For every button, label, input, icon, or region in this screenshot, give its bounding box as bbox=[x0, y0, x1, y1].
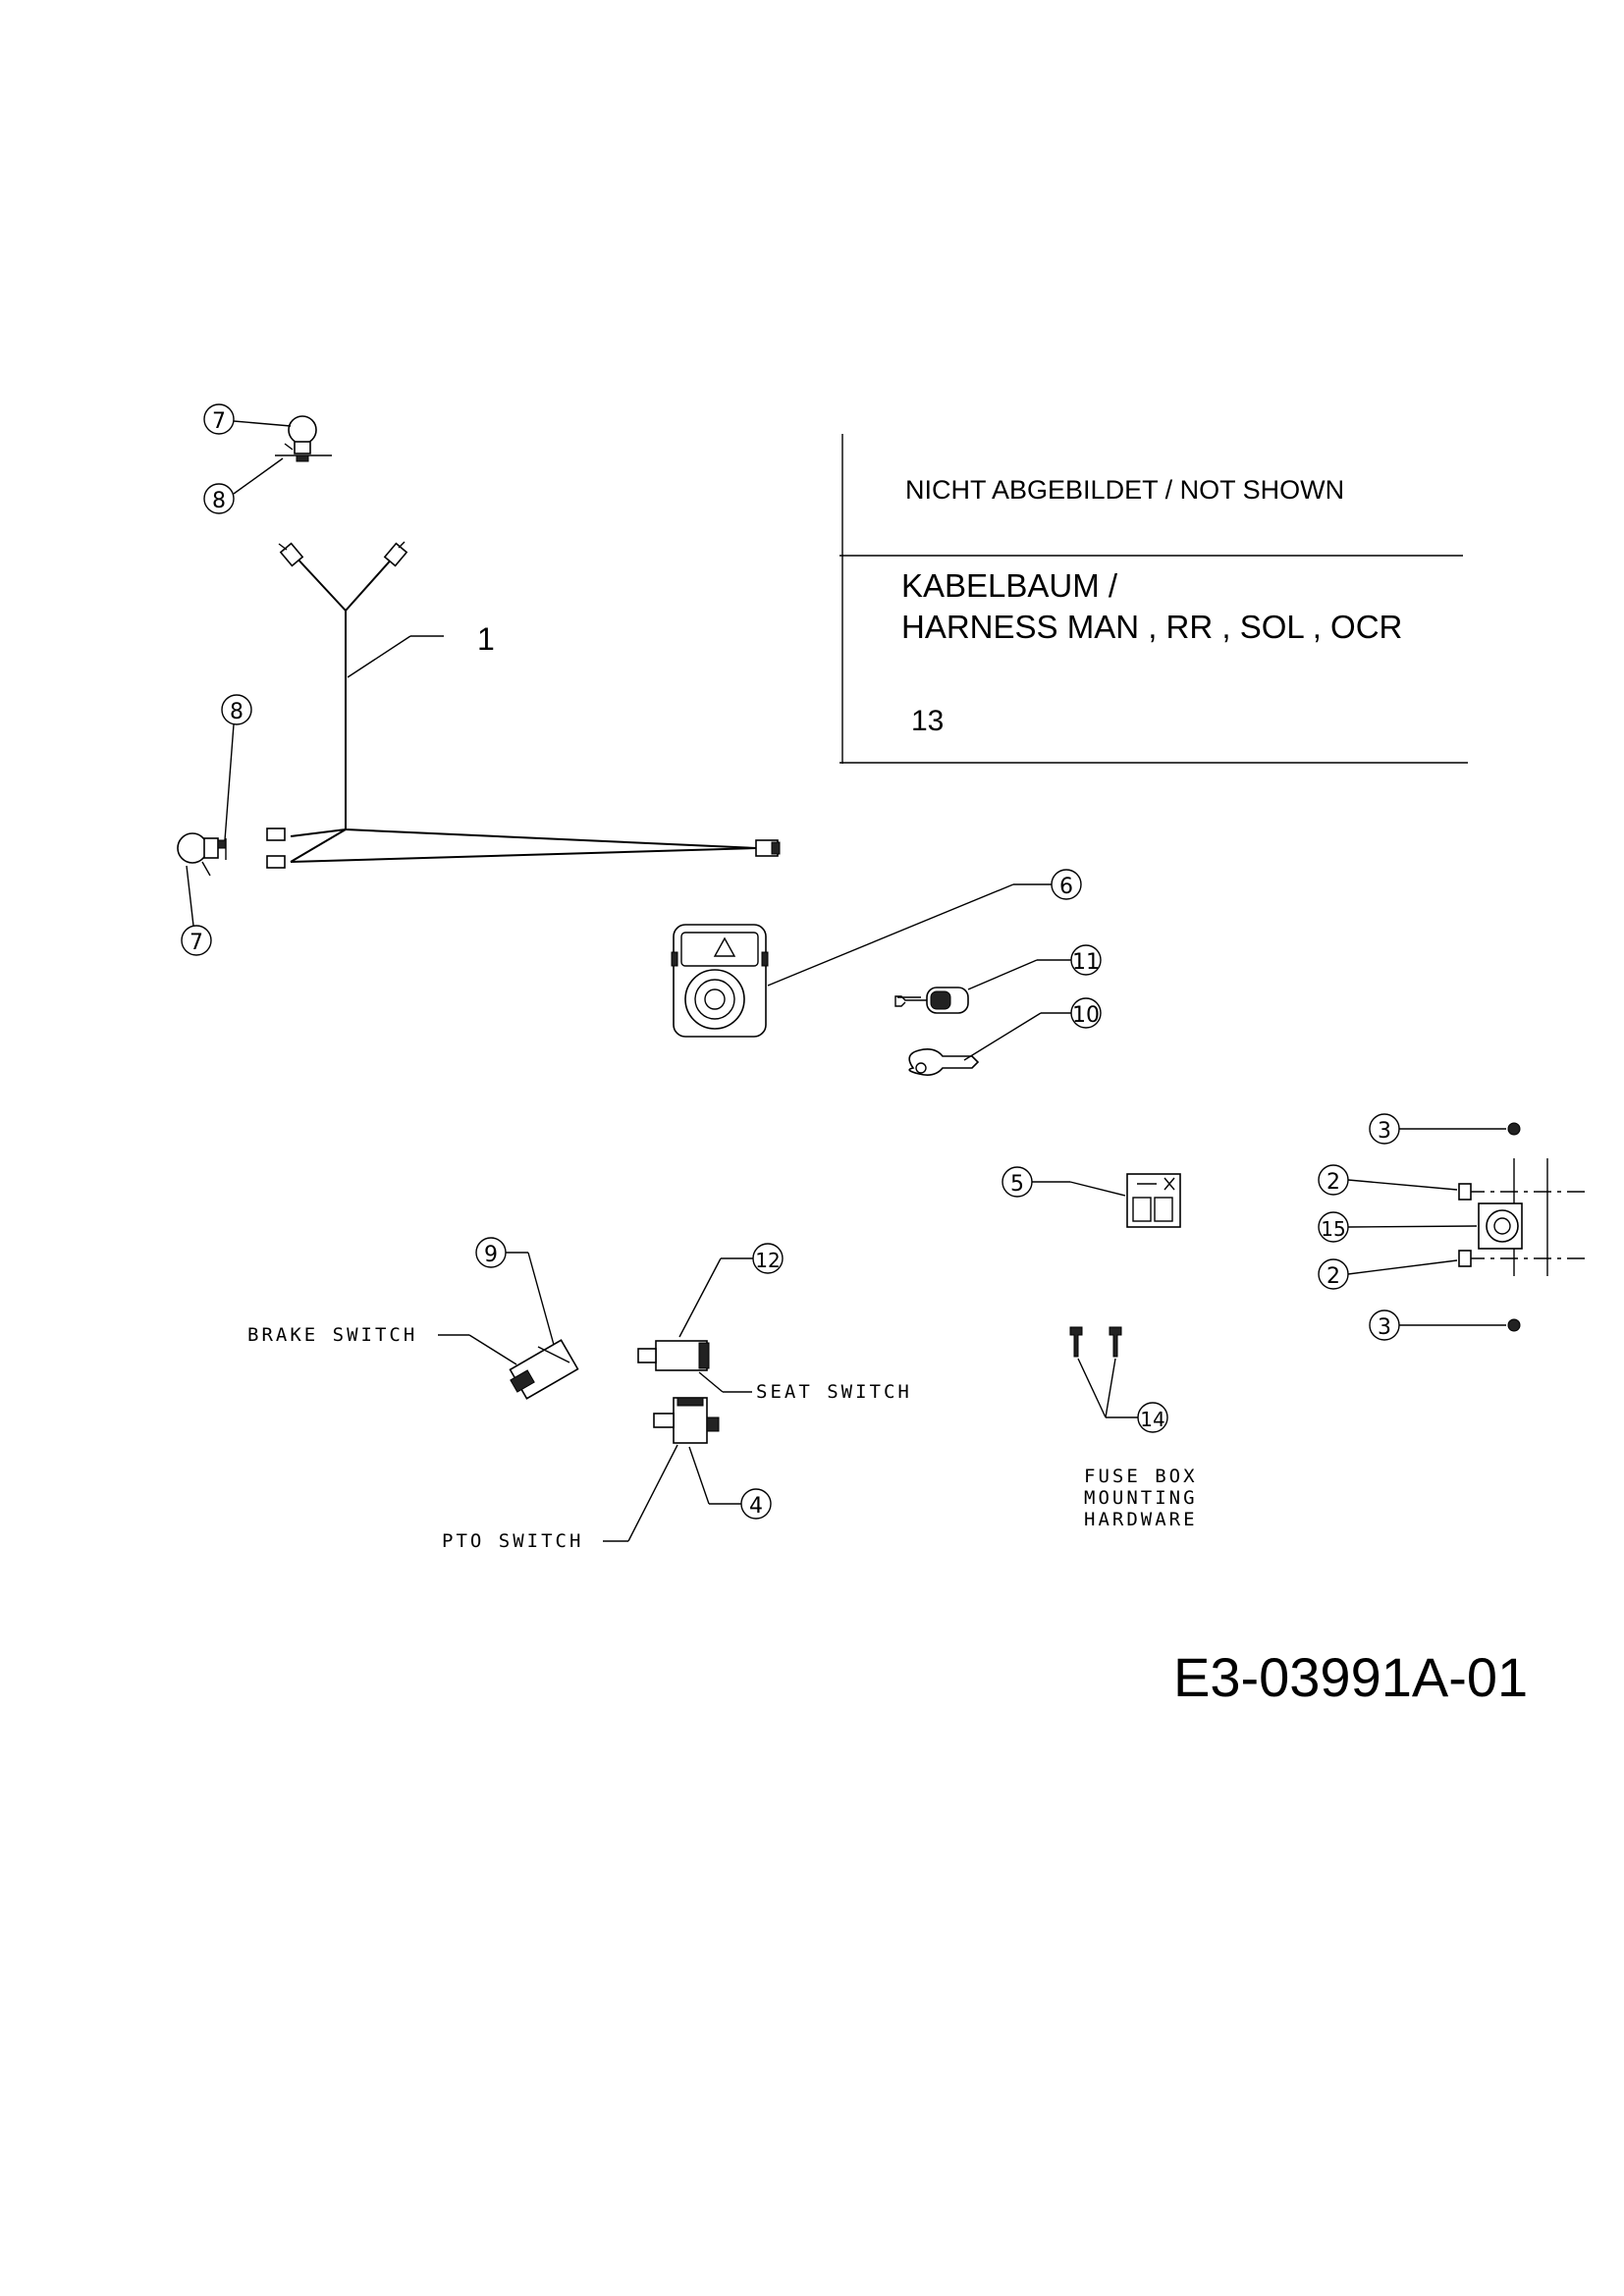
callout-2-top: 2 bbox=[1318, 1164, 1458, 1196]
ignition-switch bbox=[671, 924, 769, 1038]
key bbox=[908, 1048, 980, 1076]
fuse-box-hardware-label: FUSE BOX MOUNTING HARDWARE bbox=[1084, 1466, 1198, 1530]
callout-9: 9 bbox=[475, 1237, 555, 1346]
not-shown-label: NICHT ABGEBILDET / NOT SHOWN bbox=[905, 475, 1344, 505]
svg-text:2: 2 bbox=[1326, 1264, 1340, 1289]
info-box: NICHT ABGEBILDET / NOT SHOWN KABELBAUM /… bbox=[839, 434, 1468, 764]
brake-switch bbox=[509, 1339, 579, 1400]
pto-switch-label: PTO SWITCH bbox=[442, 1530, 583, 1552]
callout-8-top: 8 bbox=[203, 457, 284, 514]
svg-text:15: 15 bbox=[1321, 1217, 1345, 1241]
callout-14: 14 bbox=[1077, 1358, 1168, 1433]
svg-text:6: 6 bbox=[1059, 875, 1073, 899]
callout-7-top: 7 bbox=[203, 403, 292, 435]
callout-10: 10 bbox=[963, 997, 1102, 1061]
socket-assembly bbox=[1458, 1122, 1591, 1332]
callout-3-top: 3 bbox=[1369, 1113, 1506, 1145]
seat-switch-label-group: SEAT SWITCH bbox=[698, 1371, 912, 1403]
brake-switch-label: BRAKE SWITCH bbox=[247, 1324, 417, 1346]
seat-switch-label: SEAT SWITCH bbox=[756, 1381, 912, 1403]
key-fob bbox=[894, 987, 969, 1014]
callout-4: 4 bbox=[688, 1446, 772, 1520]
callout-11: 11 bbox=[967, 944, 1102, 990]
svg-text:8: 8 bbox=[230, 700, 244, 724]
svg-text:1: 1 bbox=[477, 621, 495, 657]
callout-8-left: 8 bbox=[221, 694, 252, 841]
svg-text:4: 4 bbox=[749, 1494, 763, 1519]
callout-15: 15 bbox=[1318, 1211, 1478, 1243]
svg-text:2: 2 bbox=[1326, 1170, 1340, 1195]
harness-label-line1: KABELBAUM / bbox=[901, 567, 1118, 604]
svg-text:FUSE BOX: FUSE BOX bbox=[1084, 1466, 1198, 1487]
bulb-assembly-top bbox=[275, 415, 332, 462]
svg-text:14: 14 bbox=[1140, 1408, 1164, 1431]
harness-label-line2: HARNESS MAN , RR , SOL , OCR bbox=[901, 609, 1402, 645]
svg-text:8: 8 bbox=[212, 489, 226, 513]
svg-text:5: 5 bbox=[1010, 1172, 1024, 1197]
svg-text:7: 7 bbox=[212, 409, 226, 434]
svg-text:9: 9 bbox=[484, 1243, 498, 1267]
svg-text:3: 3 bbox=[1378, 1119, 1391, 1144]
svg-text:MOUNTING: MOUNTING bbox=[1084, 1487, 1198, 1509]
callout-6: 6 bbox=[767, 869, 1082, 987]
svg-text:12: 12 bbox=[755, 1249, 780, 1272]
fuse-box bbox=[1126, 1173, 1181, 1228]
callout-12: 12 bbox=[678, 1243, 784, 1338]
pto-switch-label-group: PTO SWITCH bbox=[442, 1444, 678, 1552]
svg-text:11: 11 bbox=[1072, 950, 1100, 975]
svg-text:10: 10 bbox=[1072, 1003, 1100, 1028]
svg-text:7: 7 bbox=[189, 931, 203, 955]
seat-switch bbox=[637, 1340, 710, 1371]
drawing-number: E3-03991A-01 bbox=[1173, 1646, 1528, 1708]
callout-5: 5 bbox=[1001, 1166, 1126, 1198]
fuse-box-mounting-screws bbox=[1069, 1326, 1122, 1358]
callout-3-bottom: 3 bbox=[1369, 1309, 1506, 1341]
svg-text:HARDWARE: HARDWARE bbox=[1084, 1509, 1198, 1530]
bulb-assembly-left bbox=[177, 832, 227, 877]
callout-1: 1 bbox=[347, 621, 495, 678]
pto-switch bbox=[653, 1397, 720, 1444]
svg-text:3: 3 bbox=[1378, 1315, 1391, 1340]
wiring-harness bbox=[266, 541, 781, 869]
callout-2-bottom: 2 bbox=[1318, 1258, 1458, 1290]
brake-switch-label-group: BRAKE SWITCH bbox=[247, 1324, 517, 1365]
item-13-label: 13 bbox=[911, 705, 944, 737]
callout-7-left: 7 bbox=[181, 865, 212, 956]
